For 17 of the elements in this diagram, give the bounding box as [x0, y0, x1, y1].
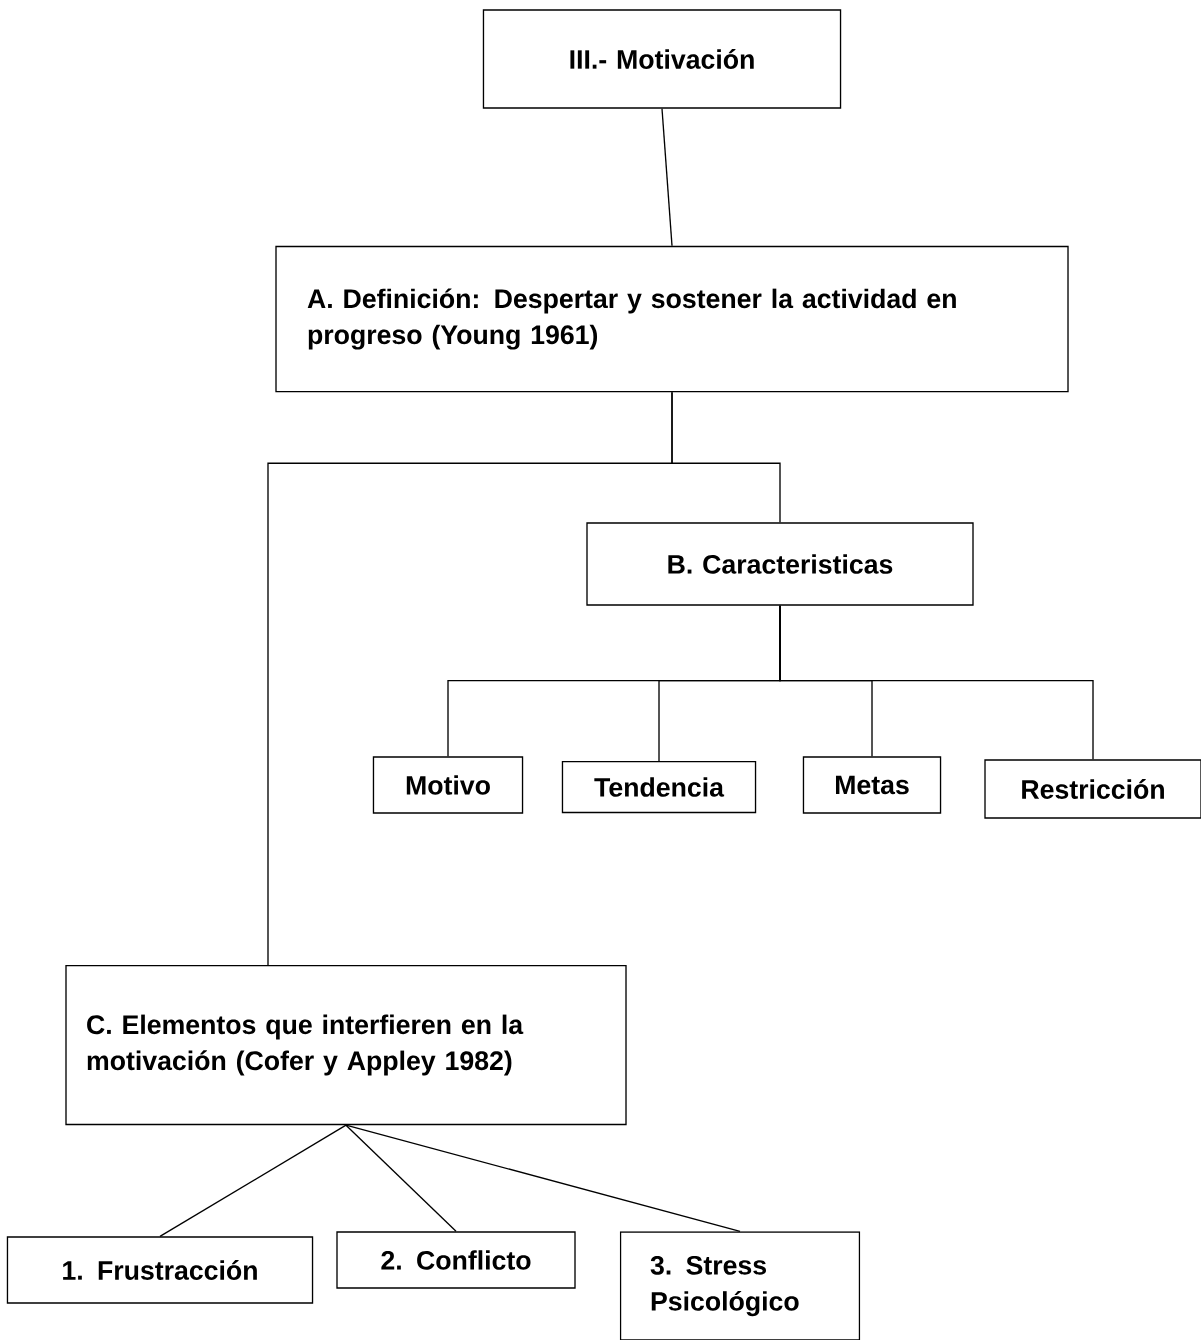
connector-line [159, 1124, 347, 1237]
connector-line [345, 1124, 457, 1232]
text-box: Metas [802, 756, 942, 814]
connector-line [345, 1124, 741, 1232]
text-box: Restricción [984, 759, 1201, 819]
text-box: C. Elementos que interfieren en la motivación (Cofer y Appley 1982) [65, 964, 627, 1126]
text-box: Tendencia [561, 760, 757, 814]
text-box: A. Definición: Despertar y sostener la actividad en progreso (Young 1961) [275, 245, 1069, 393]
text-box: Motivo [372, 756, 524, 814]
text-box: 2. Conflicto [336, 1231, 576, 1289]
connector-line [661, 108, 673, 247]
text-box: III.- Motivación [482, 9, 842, 109]
text-box: 1. Frustracción [6, 1236, 314, 1304]
text-box: 3. Stress Psicológico [619, 1231, 861, 1340]
text-box: B. Caracteristicas [586, 522, 974, 606]
connector-line [267, 391, 673, 966]
connector-line [779, 605, 1094, 760]
